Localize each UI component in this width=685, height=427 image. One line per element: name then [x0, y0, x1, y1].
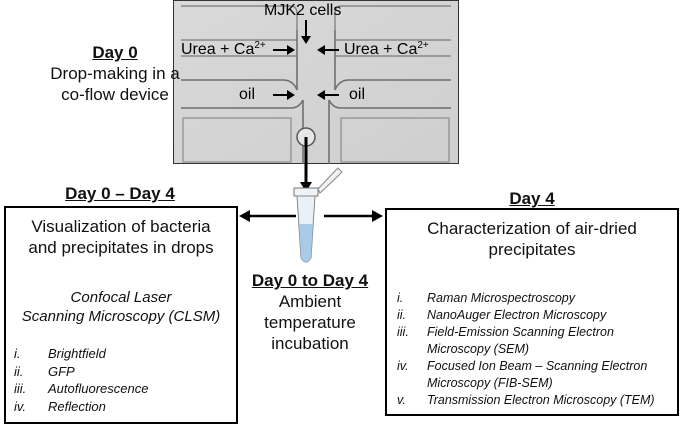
urea-right-superscript: 2+ — [417, 40, 429, 51]
list-item-number: ii. — [397, 308, 407, 322]
center-title: Day 0 to Day 4 — [251, 271, 369, 290]
right-heading-line2: precipitates — [488, 240, 576, 259]
arrow-left-head — [239, 210, 250, 222]
day0-title: Day 0 — [92, 43, 138, 62]
list-item-number: iv. — [397, 359, 409, 373]
list-item-text: Field-Emission Scanning Electron Microsc… — [427, 325, 614, 356]
right-panel-title: Day 4 — [509, 189, 555, 208]
clsm-list: i. Brightfield ii. GFP iii. Autofluorescenc… — [14, 345, 229, 415]
list-item-number: v. — [397, 393, 406, 407]
urea-left-text: Urea + Ca — [181, 41, 255, 58]
right-heading-line1: Characterization of air-dried — [427, 219, 637, 238]
list-item: iv. Reflection — [14, 398, 229, 416]
list-item-text: NanoAuger Electron Microscopy — [427, 308, 607, 322]
left-heading-line2: and precipitates in drops — [28, 238, 214, 257]
left-heading-line1: Visualization of bacteria — [31, 217, 211, 236]
list-item: v. Transmission Electron Microscopy (TEM) — [397, 392, 675, 409]
left-panel-title: Day 0 – Day 4 — [65, 184, 175, 203]
day0-line2: co-flow device — [61, 85, 169, 104]
list-item-text: Autofluorescence — [48, 381, 149, 396]
list-item-number: iii. — [397, 325, 409, 339]
list-item: iii. Field-Emission Scanning Electron Mic… — [397, 324, 675, 358]
list-item: iii. Autofluorescence — [14, 380, 229, 398]
micrograph-image — [173, 0, 459, 164]
list-item-text: Raman Microspectroscopy — [427, 291, 575, 305]
urea-right-label: Urea + Ca2+ — [344, 41, 429, 59]
right-panel-heading: Characterization of air-dried precipitat… — [387, 218, 677, 260]
clsm-line2: Scanning Microscopy (CLSM) — [21, 308, 221, 325]
cells-label: MJK2 cells — [264, 2, 342, 19]
day0-line1: Drop-making in a — [50, 64, 180, 83]
list-item: ii. GFP — [14, 363, 229, 381]
center-line1: Ambient — [278, 292, 342, 311]
right-panel-box: Characterization of air-dried precipitat… — [385, 208, 679, 416]
urea-left-label: Urea + Ca2+ — [181, 41, 266, 59]
list-item-text: Reflection — [48, 398, 106, 414]
list-item: iv. Focused Ion Beam – Scanning Electron … — [397, 358, 675, 392]
tube-icon — [293, 167, 343, 263]
center-block: Day 0 to Day 4 Ambient temperature incub… — [240, 270, 380, 354]
oil-right-label: oil — [349, 86, 366, 103]
list-item: i. Brightfield — [14, 345, 229, 363]
list-item-text: Focused Ion Beam – Scanning Electron Mic… — [427, 359, 648, 390]
clsm-line1: Confocal Laser — [70, 289, 172, 306]
urea-left-superscript: 2+ — [254, 40, 266, 51]
list-item-text: Transmission Electron Microscopy (TEM) — [427, 393, 655, 407]
list-item: ii. NanoAuger Electron Microscopy — [397, 307, 675, 324]
list-item-number: i. — [14, 346, 21, 361]
list-item-text: GFP — [48, 363, 75, 379]
list-item-number: ii. — [14, 363, 24, 379]
list-item-text: Brightfield — [48, 346, 106, 361]
list-item-number: iv. — [14, 398, 27, 414]
urea-right-text: Urea + Ca — [344, 41, 418, 58]
list-item-number: i. — [397, 291, 404, 305]
device-micrograph: MJK2 cells Urea + Ca2+ Urea + Ca2+ oil o… — [173, 0, 459, 164]
left-panel-box: Visualization of bacteria and precipitat… — [4, 206, 238, 424]
oil-left-label: oil — [239, 86, 256, 103]
list-item: i. Raman Microspectroscopy — [397, 290, 675, 307]
arrow-down-head — [300, 182, 312, 192]
center-line3: incubation — [271, 334, 349, 353]
center-line2: temperature — [264, 313, 356, 332]
arrow-right-head — [372, 210, 383, 222]
list-item-number: iii. — [14, 381, 27, 396]
characterization-list: i. Raman Microspectroscopy ii. NanoAuger E… — [397, 290, 675, 409]
left-panel-heading: Visualization of bacteria and precipitat… — [6, 216, 236, 258]
clsm-method: Confocal Laser Scanning Microscopy (CLSM… — [6, 288, 236, 326]
day0-block: Day 0 Drop-making in a co-flow device — [40, 42, 190, 105]
